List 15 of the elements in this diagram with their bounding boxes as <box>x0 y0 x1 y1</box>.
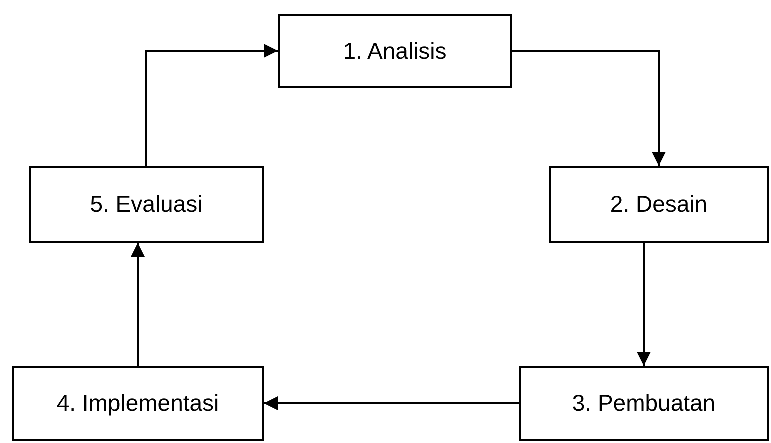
box-label: 4. Implementasi <box>56 390 220 417</box>
arrow <box>637 243 651 366</box>
box-label: 3. Pembuatan <box>572 390 716 417</box>
process-box <box>12 366 264 441</box>
arrow <box>264 396 519 410</box>
process-box <box>29 166 264 243</box>
arrow <box>146 44 278 166</box>
box-label: 5. Evaluasi <box>90 191 203 218</box>
box-label: 1. Analisis <box>343 38 447 64</box>
process-box <box>519 366 769 441</box>
arrow <box>131 243 145 366</box>
process-box <box>549 166 769 243</box>
process-box <box>278 14 512 88</box>
arrow <box>512 50 666 166</box>
box-label: 2. Desain <box>610 191 708 218</box>
